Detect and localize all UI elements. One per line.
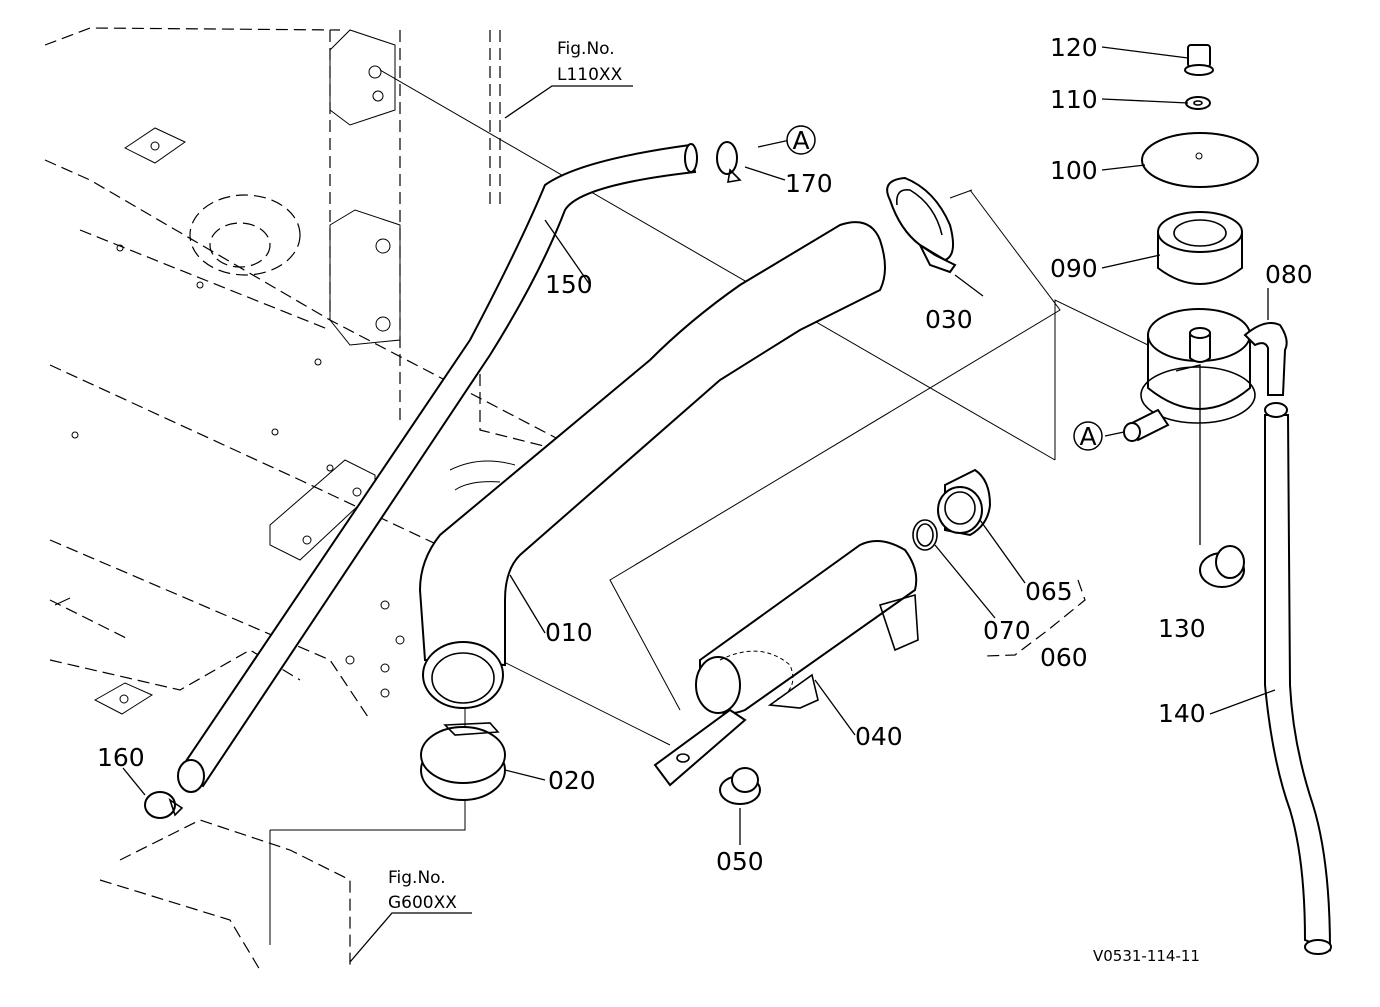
label-050: 050 — [716, 847, 764, 876]
part-040-filler-neck — [653, 540, 919, 787]
label-070: 070 — [983, 616, 1031, 645]
part-100-cover — [1141, 132, 1259, 188]
drawing-code: V0531-114-11 — [1093, 947, 1200, 965]
callout-a-right-label: A — [1079, 422, 1096, 451]
figure-ref-top-caption: Fig.No. — [557, 39, 615, 59]
label-120: 120 — [1050, 33, 1098, 62]
part-110-washer — [1185, 96, 1211, 110]
figure-ref-bottom-number: G600XX — [388, 893, 457, 913]
figure-ref-bottom-caption: Fig.No. — [388, 868, 446, 888]
part-160-clamp — [144, 791, 184, 819]
label-100: 100 — [1050, 156, 1098, 185]
leader-lines — [122, 46, 1276, 845]
part-080-housing — [1123, 308, 1288, 442]
part-130-bolt — [1199, 545, 1245, 588]
label-040: 040 — [855, 722, 903, 751]
part-065-cap — [937, 468, 992, 537]
part-020-clamp — [420, 722, 506, 801]
part-170-clamp — [716, 141, 742, 183]
label-065: 065 — [1025, 577, 1073, 606]
figure-ref-top-number: L110XX — [557, 65, 623, 85]
figure-ref-bottom: Fig.No. G600XX — [388, 868, 457, 913]
part-140-hose — [1264, 402, 1332, 955]
label-160: 160 — [97, 743, 145, 772]
label-170: 170 — [785, 169, 833, 198]
label-150: 150 — [545, 270, 593, 299]
label-030: 030 — [925, 305, 973, 334]
label-060: 060 — [1040, 643, 1088, 672]
background-frame — [44, 27, 561, 971]
part-010-hose — [418, 221, 886, 709]
label-110: 110 — [1050, 85, 1098, 114]
part-120-bolt — [1184, 44, 1214, 76]
label-020: 020 — [548, 766, 596, 795]
label-140: 140 — [1158, 699, 1206, 728]
part-090-element — [1157, 211, 1243, 285]
label-010: 010 — [545, 618, 593, 647]
callout-a-right: A — [1073, 421, 1103, 451]
part-150-hose — [177, 143, 698, 793]
part-030-clamp — [886, 176, 957, 274]
part-070-o-ring — [912, 519, 938, 551]
callout-a-top: A — [786, 125, 816, 155]
figure-ref-top: Fig.No. L110XX — [557, 39, 623, 85]
label-090: 090 — [1050, 254, 1098, 283]
callout-a-top-label: A — [792, 126, 809, 155]
label-080: 080 — [1265, 260, 1313, 289]
part-050-bolt — [719, 767, 761, 805]
label-130: 130 — [1158, 614, 1206, 643]
